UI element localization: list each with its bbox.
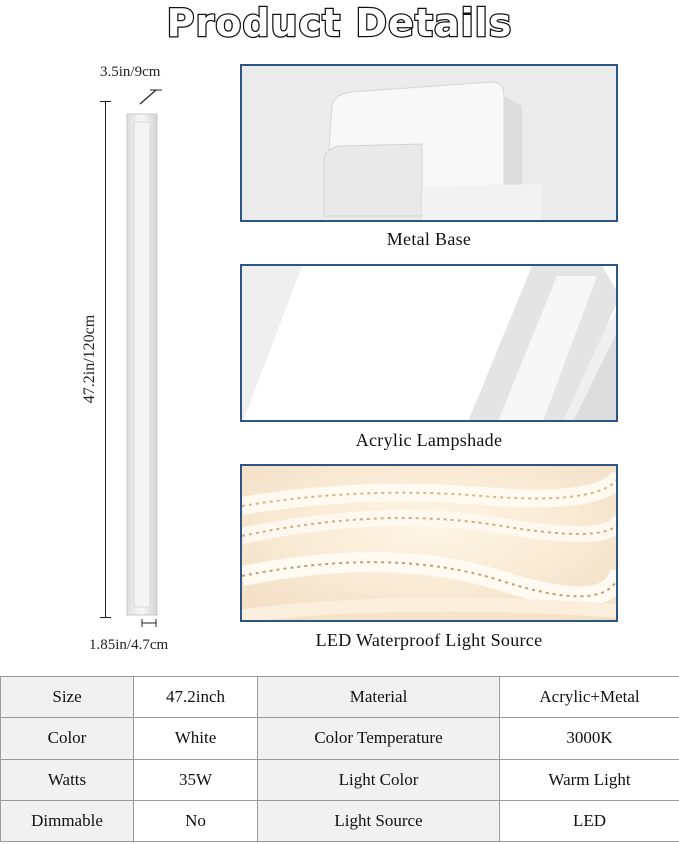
table-row: Color White Color Temperature 3000K bbox=[0, 717, 679, 760]
thickness-dimension-marker bbox=[141, 619, 157, 627]
spec-label: Dimmable bbox=[0, 799, 134, 843]
led-strip-photo bbox=[240, 464, 618, 622]
depth-dimension-marker bbox=[139, 89, 162, 105]
spec-label: Light Color bbox=[257, 758, 500, 801]
spec-value: No bbox=[133, 799, 258, 843]
spec-value: LED bbox=[499, 799, 679, 843]
spec-label: Color bbox=[0, 717, 134, 760]
spec-label: Color Temperature bbox=[257, 717, 500, 760]
spec-value: 35W bbox=[133, 758, 258, 801]
specifications-table: Size 47.2inch Material Acrylic+Metal Col… bbox=[0, 675, 679, 843]
led-light-source-caption: LED Waterproof Light Source bbox=[315, 630, 543, 650]
acrylic-lampshade-caption: Acrylic Lampshade bbox=[355, 430, 503, 450]
spec-value: 3000K bbox=[499, 717, 679, 760]
page-title: Product Details bbox=[165, 0, 513, 46]
spec-label: Light Source bbox=[257, 799, 500, 843]
height-dimension-tick-bottom bbox=[100, 617, 111, 618]
table-row: Dimmable No Light Source LED bbox=[0, 799, 679, 843]
table-row: Watts 35W Light Color Warm Light bbox=[0, 758, 679, 801]
spec-label: Material bbox=[257, 675, 500, 719]
spec-label: Size bbox=[0, 675, 134, 719]
metal-base-caption: Metal Base bbox=[386, 229, 472, 249]
spec-value: Acrylic+Metal bbox=[499, 675, 679, 719]
table-row: Size 47.2inch Material Acrylic+Metal bbox=[0, 675, 679, 719]
acrylic-lampshade-photo bbox=[240, 264, 618, 422]
metal-base-photo bbox=[240, 64, 618, 222]
spec-label: Watts bbox=[0, 758, 134, 801]
spec-value: 47.2inch bbox=[133, 675, 258, 719]
thickness-dimension-label: 1.85in/4.7cm bbox=[89, 637, 169, 653]
spec-value: Warm Light bbox=[499, 758, 679, 801]
wall-lamp-side-view bbox=[126, 113, 158, 616]
height-dimension-tick-top bbox=[100, 101, 111, 102]
spec-value: White bbox=[133, 717, 258, 760]
height-dimension-line bbox=[105, 101, 106, 618]
height-dimension-label: 47.2in/120cm bbox=[81, 314, 98, 404]
depth-dimension-label: 3.5in/9cm bbox=[100, 64, 161, 80]
